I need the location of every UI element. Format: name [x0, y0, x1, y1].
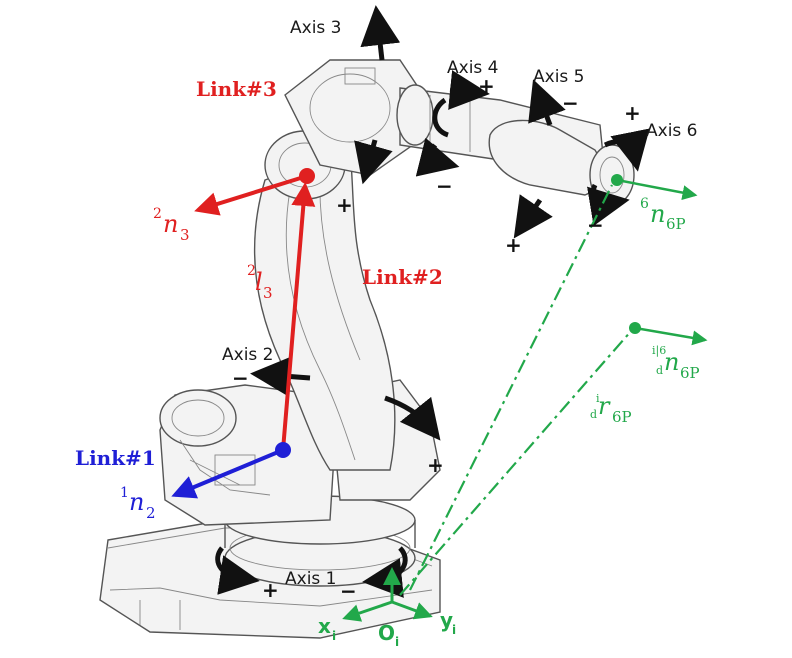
- svg-text:6P: 6P: [612, 408, 632, 426]
- axis3-label: Axis 3: [290, 18, 342, 38]
- l3-label: 2 l 3: [247, 263, 273, 302]
- svg-text:y: y: [440, 608, 453, 632]
- svg-text:d: d: [656, 364, 663, 377]
- tool-dashdot-line: [409, 184, 613, 591]
- svg-text:i: i: [332, 629, 336, 643]
- link3-label: Link#3: [196, 77, 277, 101]
- joint-link3: [299, 168, 315, 184]
- axis1-label: Axis 1: [285, 569, 337, 589]
- axis5-label: Axis 5: [533, 67, 585, 87]
- svg-text:n: n: [129, 488, 144, 516]
- n6p-label: 6 n 6P: [640, 196, 686, 233]
- axis6-plus-sign: +: [624, 101, 641, 125]
- svg-text:6P: 6P: [666, 215, 686, 233]
- svg-text:2: 2: [247, 263, 256, 279]
- svg-text:6: 6: [640, 196, 649, 212]
- svg-text:d: d: [590, 408, 597, 421]
- n3-vector: [194, 174, 308, 216]
- axis1-plus-sign: +: [262, 578, 279, 602]
- r6p-dashdot-line: [399, 329, 633, 596]
- r6p-label: i d r 6P: [590, 392, 632, 426]
- axis3-rotation-arrow: [354, 5, 401, 185]
- n2-vector: [171, 448, 284, 499]
- svg-text:n: n: [163, 210, 178, 238]
- axis4-minus-sign: −: [436, 174, 453, 198]
- svg-text:i: i: [395, 635, 399, 649]
- svg-text:2: 2: [153, 206, 162, 222]
- axis5-rotation-arrow: [513, 79, 566, 239]
- base-frame: [342, 567, 433, 622]
- svg-text:1: 1: [120, 485, 129, 501]
- dn6p-label: i|6 d n 6P: [652, 344, 700, 382]
- svg-text:n: n: [650, 200, 665, 228]
- dn6p-vector: [634, 326, 708, 346]
- link1-label: Link#1: [75, 446, 156, 470]
- l3-vector: [281, 182, 316, 451]
- svg-text:6P: 6P: [680, 364, 700, 382]
- frame-o-label: O i: [378, 621, 399, 649]
- n3-label: 2 n 3: [153, 206, 190, 244]
- svg-text:3: 3: [180, 226, 190, 244]
- axis5-minus-sign: −: [562, 91, 579, 115]
- svg-text:r: r: [598, 392, 611, 420]
- svg-text:2: 2: [146, 504, 156, 522]
- joint-link1: [275, 442, 291, 458]
- axis2-plus-sign: +: [427, 453, 444, 477]
- axis5-plus-sign: +: [505, 233, 522, 257]
- svg-text:x: x: [318, 614, 331, 638]
- axis6-rotation-arrow: [586, 128, 650, 227]
- frame-y-label: y i: [440, 608, 456, 637]
- axis4-plus-sign: +: [478, 74, 495, 98]
- axis2-label: Axis 2: [222, 345, 274, 365]
- link2-label: Link#2: [362, 265, 443, 289]
- axis1-minus-sign: −: [340, 579, 357, 603]
- svg-text:l: l: [255, 268, 263, 296]
- axis6-minus-sign: −: [587, 213, 604, 237]
- axis4-rotation-arrow: [415, 70, 490, 177]
- svg-text:3: 3: [263, 284, 273, 302]
- frame-x-label: x i: [318, 614, 336, 643]
- svg-text:i|6: i|6: [652, 344, 666, 358]
- svg-text:O: O: [378, 621, 395, 645]
- axis2-minus-sign: −: [232, 366, 249, 390]
- n6p-vector: [616, 178, 698, 201]
- axis3-plus-sign: +: [336, 193, 353, 217]
- axis4-label: Axis 4: [447, 58, 499, 78]
- axis6-label: Axis 6: [646, 121, 698, 141]
- n2-label: 1 n 2: [120, 485, 156, 522]
- svg-text:n: n: [664, 348, 679, 376]
- svg-text:i: i: [452, 623, 456, 637]
- svg-text:i: i: [596, 392, 600, 405]
